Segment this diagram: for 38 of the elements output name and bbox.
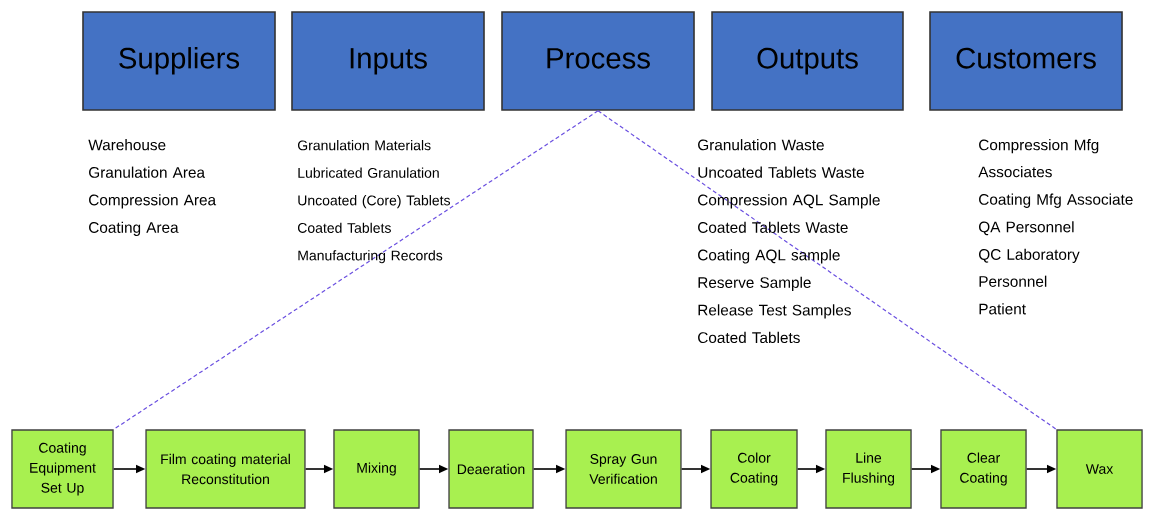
- list-item: Release Test Samples: [698, 304, 851, 319]
- list-item: Warehouse: [88, 139, 166, 151]
- header-box: Suppliers: [82, 11, 276, 111]
- process-step-box: Line Flushing: [825, 429, 912, 509]
- header-box: Outputs: [711, 11, 904, 111]
- list-item: Compression AQL Sample: [698, 194, 880, 209]
- list-item: Coated Tablets Waste: [698, 221, 848, 233]
- list-item: Compression Mfg Associates: [978, 139, 1099, 178]
- list-item: Compression Area: [89, 194, 217, 209]
- header-box: Process: [501, 11, 695, 111]
- process-step-box: Deaeration: [448, 429, 534, 509]
- list-item: Coating Area: [89, 221, 179, 236]
- header-box: Inputs: [291, 11, 485, 111]
- list-item: QA Personnel: [979, 221, 1074, 236]
- list-item: QC Laboratory Personnel: [979, 248, 1080, 287]
- process-step-box: Spray Gun Verification: [565, 429, 682, 509]
- header-box: Customers: [929, 11, 1123, 111]
- list-item: Coating AQL sample: [698, 249, 840, 264]
- process-step-box: Mixing: [333, 429, 420, 509]
- list-item: Granulation Waste: [698, 139, 824, 151]
- list-item: Patient: [979, 303, 1026, 315]
- process-step-box: Coating Equipment Set Up: [11, 429, 114, 509]
- process-step-box: Clear Coating: [940, 429, 1027, 509]
- process-step-box: Wax: [1056, 429, 1143, 509]
- dashed-line: [597, 110, 1057, 430]
- list-item: Granulation Area: [89, 166, 205, 178]
- list-item: Coated Tablets: [698, 331, 800, 344]
- process-step-box: Color Coating: [710, 429, 798, 509]
- dashed-line: [113, 110, 599, 430]
- list-item: Reserve Sample: [698, 276, 811, 291]
- list-item: Uncoated Tablets Waste: [698, 166, 864, 178]
- list-item: Coating Mfg Associate: [979, 193, 1133, 208]
- list-item: Uncoated (Core) Tablets: [298, 195, 451, 209]
- list-item: Lubricated Granulation: [298, 167, 439, 178]
- process-step-box: Film coating material Reconstitution: [145, 429, 306, 509]
- list-item: Granulation Materials: [298, 140, 431, 151]
- list-item: Coated Tablets: [298, 222, 391, 233]
- list-item: Manufacturing Records: [298, 250, 443, 264]
